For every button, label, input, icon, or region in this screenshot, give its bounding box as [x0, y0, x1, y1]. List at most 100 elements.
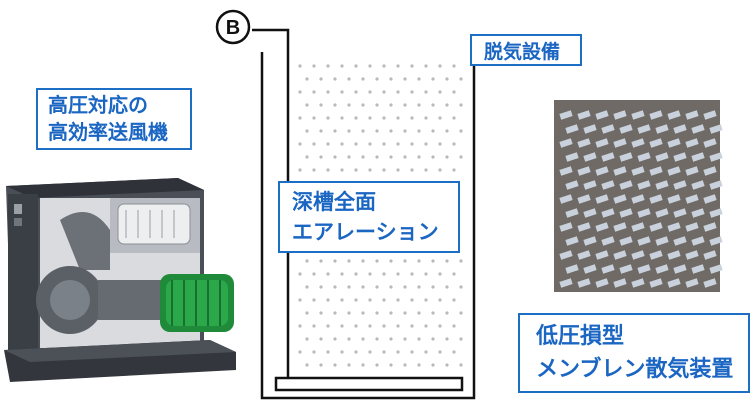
bubble-dot: [445, 311, 449, 315]
membrane-element: [565, 236, 579, 246]
membrane-element: [637, 124, 651, 134]
bubble-dot: [375, 311, 379, 315]
membrane-element: [577, 166, 591, 176]
membrane-element: [577, 222, 591, 232]
membrane-element: [631, 110, 645, 120]
bubble-dot: [354, 116, 358, 120]
bubble-dot: [368, 324, 372, 328]
membrane-element: [595, 138, 609, 148]
bubble-dot: [354, 90, 358, 94]
bubble-dot: [347, 77, 351, 81]
membrane-element: [577, 138, 591, 148]
bubble-dot: [382, 298, 386, 302]
bubble-dot: [445, 129, 449, 133]
bubble-dot: [312, 90, 316, 94]
membrane-element: [685, 222, 699, 232]
aeration-label-line1: 深槽全面: [292, 190, 376, 214]
bubble-dot: [305, 285, 309, 289]
bubble-dot: [382, 168, 386, 172]
membrane-element: [583, 236, 597, 246]
bubble-dot: [326, 350, 330, 354]
membrane-element: [619, 208, 633, 218]
bubble-dot: [452, 142, 456, 146]
bubble-dot: [312, 298, 316, 302]
bubble-dot: [389, 311, 393, 315]
bubble-dot: [396, 116, 400, 120]
membrane-element: [637, 152, 651, 162]
membrane-element: [709, 124, 723, 134]
membrane-element: [619, 236, 633, 246]
bubble-dot: [396, 168, 400, 172]
membrane-element: [595, 278, 609, 288]
bubble-dot: [424, 90, 428, 94]
bubble-dot: [361, 103, 365, 107]
membrane-element: [583, 180, 597, 190]
blower-label-line2: 高効率送風機: [48, 120, 168, 144]
bubble-dot: [305, 103, 309, 107]
bubble-dot: [319, 129, 323, 133]
bubble-dot: [312, 168, 316, 172]
bubble-dot: [403, 363, 407, 367]
bubble-dot: [445, 77, 449, 81]
membrane-element: [631, 138, 645, 148]
bubble-dot: [410, 116, 414, 120]
membrane-element: [673, 180, 687, 190]
blower-label: 高圧対応の 高効率送風機: [36, 88, 192, 150]
bubble-dot: [382, 142, 386, 146]
pipe-marker-letter: B: [226, 17, 240, 39]
bubble-dot: [382, 350, 386, 354]
membrane-element: [637, 236, 651, 246]
bubble-dot: [375, 285, 379, 289]
bubble-dot: [445, 285, 449, 289]
membrane-element: [649, 194, 663, 204]
membrane-element: [685, 250, 699, 260]
bubble-dot: [368, 168, 372, 172]
membrane-element: [637, 264, 651, 274]
bubble-dot: [424, 64, 428, 68]
membrane-element: [649, 278, 663, 288]
bubble-dot: [340, 350, 344, 354]
bubble-dot: [438, 298, 442, 302]
bubble-dot: [445, 155, 449, 159]
membrane-element: [613, 110, 627, 120]
membrane-element: [601, 208, 615, 218]
diffuser-label-line1: 低圧損型: [536, 324, 625, 349]
membrane-element: [601, 180, 615, 190]
membrane-element: [691, 264, 705, 274]
membrane-element: [619, 124, 633, 134]
bubble-dot: [347, 155, 351, 159]
bubble-dot: [354, 272, 358, 276]
bubble-dot: [431, 129, 435, 133]
bubble-dot: [438, 64, 442, 68]
bubble-dot: [319, 259, 323, 263]
degassing-label-text: 脱気設備: [484, 40, 561, 63]
membrane-element: [565, 124, 579, 134]
membrane-element: [709, 264, 723, 274]
membrane-element: [577, 278, 591, 288]
bubble-dot: [361, 77, 365, 81]
bubble-dot: [312, 324, 316, 328]
bubble-dot: [459, 337, 463, 341]
bubble-dot: [326, 116, 330, 120]
membrane-element: [703, 166, 717, 176]
membrane-element: [565, 208, 579, 218]
membrane-element: [667, 166, 681, 176]
bubble-dot: [403, 103, 407, 107]
bubble-dot: [368, 116, 372, 120]
bubble-dot: [431, 259, 435, 263]
bubble-dot: [368, 64, 372, 68]
membrane-element: [685, 138, 699, 148]
bubble-dot: [333, 363, 337, 367]
bubble-dot: [452, 324, 456, 328]
bubble-dot: [438, 324, 442, 328]
bubble-dot: [368, 272, 372, 276]
membrane-element: [649, 166, 663, 176]
bubble-dot: [312, 116, 316, 120]
membrane-element: [667, 222, 681, 232]
bubble-dot: [326, 272, 330, 276]
bubble-dot: [389, 337, 393, 341]
bubble-dot: [361, 155, 365, 159]
membrane-element: [691, 124, 705, 134]
